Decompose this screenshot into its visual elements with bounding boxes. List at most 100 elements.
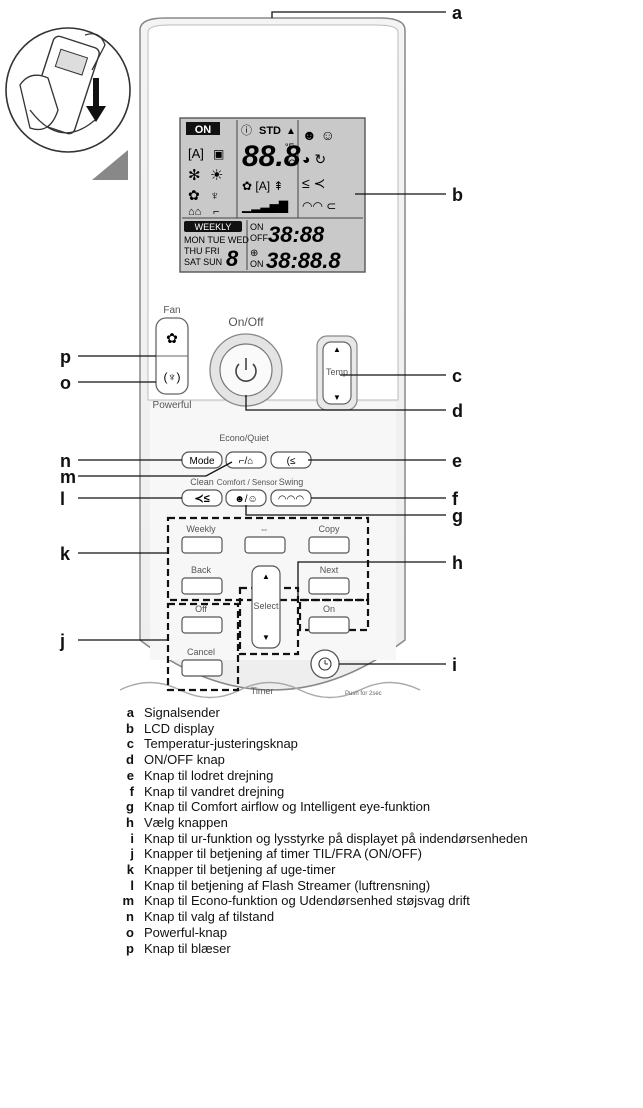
comfort-sensor-label: Comfort / Sensor xyxy=(217,478,278,487)
callout-m: m xyxy=(60,467,76,487)
push-hint-label: Push for 2sec xyxy=(345,691,382,697)
legend-item: p Knap til blæser xyxy=(108,941,643,957)
legend-key: d xyxy=(126,752,134,768)
econo-icon: ⌐ xyxy=(213,206,219,218)
legend-text: Vælg knappen xyxy=(144,814,228,830)
econo-quiet-label: Econo/Quiet xyxy=(219,433,269,443)
swing-button-label: Swing xyxy=(279,477,304,487)
legend-key: h xyxy=(126,814,134,830)
legend-text: Knapper til betjening af timer TIL/FRA (… xyxy=(144,846,422,862)
select-down-icon: ▼ xyxy=(262,633,270,642)
callout-h: h xyxy=(452,553,463,573)
callout-n: n xyxy=(60,451,71,471)
callout-a: a xyxy=(452,3,463,23)
pointer-triangle-icon xyxy=(92,150,128,180)
lcd-clock-icon: ⊕ xyxy=(250,248,258,259)
callout-c: c xyxy=(452,366,462,386)
legend-text: Knap til blæser xyxy=(144,940,231,956)
legend-text: Signalsender xyxy=(144,705,220,720)
callout-k: k xyxy=(60,544,71,564)
legend-item: d ON/OFF knap xyxy=(108,752,643,768)
on-button-label: On xyxy=(323,604,335,614)
weekly-button[interactable] xyxy=(181,536,223,554)
next-button[interactable] xyxy=(308,577,350,595)
streamer-icon: ≤ ≺ xyxy=(302,175,325,191)
powerful-button-label: Powerful xyxy=(153,400,192,411)
back-button[interactable] xyxy=(181,577,223,595)
timer-off-button[interactable] xyxy=(181,616,223,634)
streamer-icon: ≺≤ xyxy=(194,493,209,505)
legend-text: ON/OFF knap xyxy=(144,752,225,768)
legend-key: p xyxy=(126,940,134,956)
lcd-std-label: STD xyxy=(259,125,281,137)
lcd-on-badge: ON xyxy=(195,124,212,136)
econo-quiet-button[interactable] xyxy=(225,451,267,469)
callout-g: g xyxy=(452,506,463,526)
legend-text: Temperatur-justeringsknap xyxy=(144,736,298,752)
hand-inset-illustration xyxy=(5,27,131,180)
legend-key: k xyxy=(126,862,134,878)
comfort-icon: ☻ ☺ xyxy=(302,127,335,143)
lcd-unit-c: °C xyxy=(285,158,296,168)
thermometer-icon: ⓘ xyxy=(241,124,252,137)
select-button-label: Select xyxy=(253,601,279,611)
fan-button[interactable]: ✿ xyxy=(166,330,178,346)
select-button[interactable] xyxy=(251,565,281,649)
legend-item: j Knapper til betjening af timer TIL/FRA … xyxy=(108,846,643,862)
callout-i: i xyxy=(452,655,457,675)
lcd-days-row1: MON TUE WED xyxy=(184,235,249,245)
cancel-button-label: Cancel xyxy=(187,647,215,657)
weekly-button-label: Weekly xyxy=(186,524,216,534)
comfort-sensor-icon: ☻/☺ xyxy=(234,494,258,505)
legend-text: Knap til valg af tilstand xyxy=(144,909,275,925)
legend-key: e xyxy=(126,767,134,783)
on-off-button-label: On/Off xyxy=(228,315,264,329)
lcd-top-on: ON xyxy=(250,222,264,232)
temp-button[interactable] xyxy=(322,341,352,405)
off-button-label: Off xyxy=(195,604,207,614)
next-button-label: Next xyxy=(320,565,339,575)
legend-text: Powerful-knap xyxy=(144,924,228,940)
program-button[interactable] xyxy=(244,536,286,554)
legend-item: o Powerful-knap xyxy=(108,925,643,941)
fan-icon: ✿ xyxy=(166,330,178,346)
legend-key: l xyxy=(130,877,134,893)
timer-on-button[interactable] xyxy=(308,616,350,634)
vertical-swing-icon: (≤ xyxy=(287,456,296,467)
lcd-weekly-badge: WEEKLY xyxy=(195,222,232,232)
legend-item: h Vælg knappen xyxy=(108,815,643,831)
eye-icon: ◕ ↻ xyxy=(302,151,326,167)
home-icon: ⌂⌂ xyxy=(188,206,201,218)
fan-speed-icon: ✿ [A] ⇞ xyxy=(242,179,283,193)
legend-text: Knap til betjening af Flash Streamer (lu… xyxy=(144,877,431,893)
dry-drop-icon: ▣ xyxy=(213,147,224,161)
copy-button[interactable] xyxy=(308,536,350,554)
legend-key: i xyxy=(130,830,134,846)
legend-key: g xyxy=(126,799,134,815)
legend-key: b xyxy=(126,720,134,736)
legend-item: l Knap til betjening af Flash Streamer (l… xyxy=(108,878,643,894)
legend-key: j xyxy=(130,846,134,862)
legend-item: e Knap til lodret drejning xyxy=(108,768,643,784)
powerful-button[interactable]: (♆) xyxy=(164,370,181,384)
legend-text: Knap til lodret drejning xyxy=(144,767,274,783)
lcd-temperature-digits: 88.8 xyxy=(242,140,301,173)
lcd-off-label: OFF xyxy=(250,233,268,243)
lcd-time-2: 38:88.8 xyxy=(266,248,341,273)
legend-key: m xyxy=(122,893,134,909)
legend-text: Knap til Comfort airflow og Intelligent … xyxy=(144,799,431,815)
cool-snow-icon: ✻ xyxy=(188,167,201,184)
cancel-button[interactable] xyxy=(181,659,223,677)
legend-key: o xyxy=(126,924,134,940)
mode-button-label: Mode xyxy=(189,456,214,467)
fan-button-label: Fan xyxy=(163,305,180,316)
program-icon: ⇔ xyxy=(260,524,269,534)
callout-f: f xyxy=(452,489,459,509)
lcd-days-row3: SAT SUN xyxy=(184,257,222,267)
